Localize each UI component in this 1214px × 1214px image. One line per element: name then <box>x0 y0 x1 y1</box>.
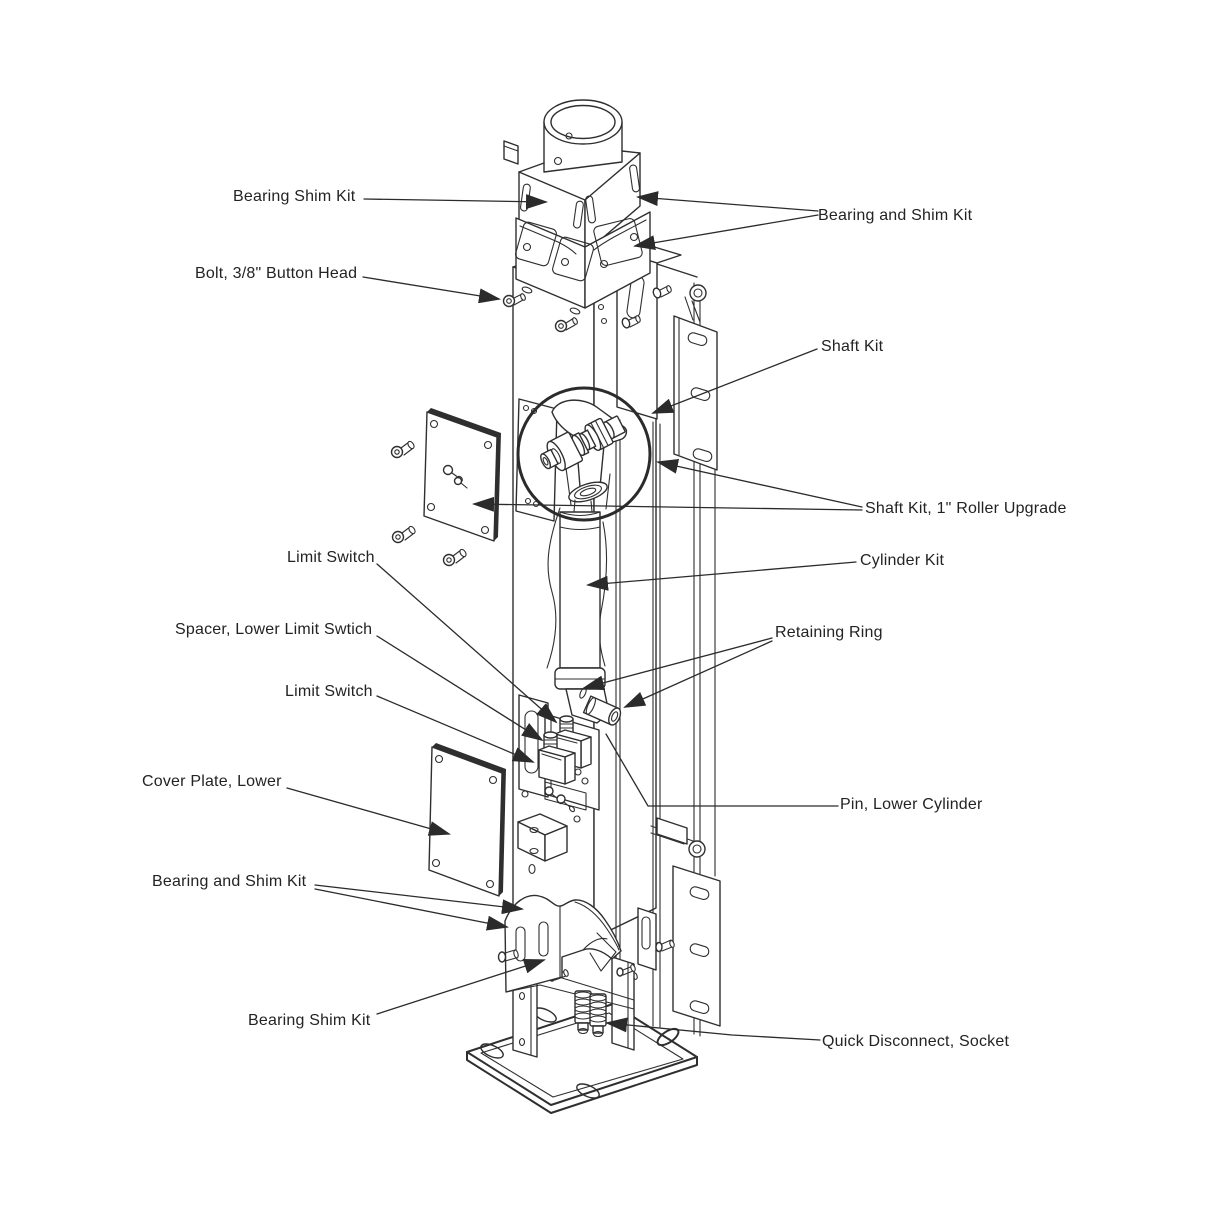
top-tube <box>543 99 623 173</box>
label-retaining-ring: Retaining Ring <box>775 624 883 641</box>
leader-bearing-shim-kit-top <box>363 194 548 210</box>
u-bracket <box>517 813 568 862</box>
label-bearing-and-shim-kit-top: Bearing and Shim Kit <box>818 207 973 224</box>
leader-shaft-kit-upgrade-b <box>472 496 863 512</box>
pin-boss <box>582 695 622 726</box>
leader-bearing-and-shim-kit-bottom-a <box>314 884 524 915</box>
support-plates <box>512 956 635 1058</box>
leader-retaining-ring-a <box>582 637 773 691</box>
leader-bearing-and-shim-kit-top-a <box>636 191 819 212</box>
cover-plate-lower-part <box>428 743 506 897</box>
button-head-bolt <box>554 317 578 333</box>
label-pin-lower-cylinder: Pin, Lower Cylinder <box>840 796 983 813</box>
leader-bearing-and-shim-kit-top-b <box>633 214 819 251</box>
leader-limit-switch-upper <box>376 563 558 724</box>
label-bolt-3-8-button-head: Bolt, 3/8" Button Head <box>195 265 358 282</box>
label-quick-disconnect-socket: Quick Disconnect, Socket <box>822 1033 1010 1050</box>
plate-screw <box>442 464 468 489</box>
bracket-pin <box>652 285 672 299</box>
shelf-bolt <box>616 964 636 977</box>
leader-retaining-ring-b <box>623 640 773 708</box>
label-bearing-and-shim-kit-bottom: Bearing and Shim Kit <box>152 873 307 890</box>
bracket-pin <box>655 939 675 953</box>
leader-shaft-kit-upgrade-a <box>656 458 863 508</box>
roller-cap <box>602 415 626 440</box>
label-bearing-shim-kit-top: Bearing Shim Kit <box>233 188 356 205</box>
leader-shaft-kit <box>651 348 818 414</box>
limit-switch-assembly <box>538 713 600 813</box>
switch-screws <box>544 768 589 813</box>
leader-quick-disconnect <box>605 1017 821 1041</box>
leader-cylinder-kit <box>586 561 857 591</box>
shaft-roller-assembly <box>540 399 628 510</box>
lower-bearing-stack <box>568 481 608 503</box>
quick-disconnect-fittings <box>574 990 607 1038</box>
screw <box>390 440 415 459</box>
detail-circle <box>516 386 652 522</box>
leader-lines <box>286 191 863 1041</box>
cover-plate-screws <box>390 440 467 567</box>
leader-bearing-and-shim-kit-bottom-b <box>314 888 509 931</box>
screw <box>442 548 467 567</box>
foot-bolt <box>497 949 519 963</box>
roller-rear <box>584 417 614 452</box>
mounting-bracket-upper <box>616 242 718 471</box>
label-shaft-kit: Shaft Kit <box>821 338 884 355</box>
leader-limit-switch-lower <box>376 695 535 763</box>
cover-plate-upper <box>423 408 501 542</box>
base-plate <box>466 1003 698 1114</box>
button-head-bolt <box>502 293 526 308</box>
shaft-stub <box>540 448 559 470</box>
leader-bolt <box>362 276 501 304</box>
label-limit-switch-lower: Limit Switch <box>285 683 373 700</box>
mounting-bracket-lower <box>618 865 721 1027</box>
label-limit-switch-upper: Limit Switch <box>287 549 375 566</box>
limit-switch-lower-part <box>538 731 576 785</box>
hydraulic-cylinder <box>546 499 622 726</box>
leader-bearing-shim-kit-bottom <box>376 959 546 1015</box>
label-bearing-shim-kit-bottom: Bearing Shim Kit <box>248 1012 371 1029</box>
label-cylinder-kit: Cylinder Kit <box>860 552 945 569</box>
leader-cover-plate-lower <box>286 787 451 836</box>
leader-pin-lower-cylinder <box>605 733 839 807</box>
label-shaft-kit-1-roller-upgrade: Shaft Kit, 1" Roller Upgrade <box>865 500 1067 517</box>
label-cover-plate-lower: Cover Plate, Lower <box>142 773 282 790</box>
label-spacer-lower-limit-switch: Spacer, Lower Limit Swtich <box>175 621 373 638</box>
bracket-pin <box>621 315 641 329</box>
screw <box>391 525 416 544</box>
leader-spacer <box>376 635 544 742</box>
bearing-shim-collar-upper <box>503 140 641 254</box>
